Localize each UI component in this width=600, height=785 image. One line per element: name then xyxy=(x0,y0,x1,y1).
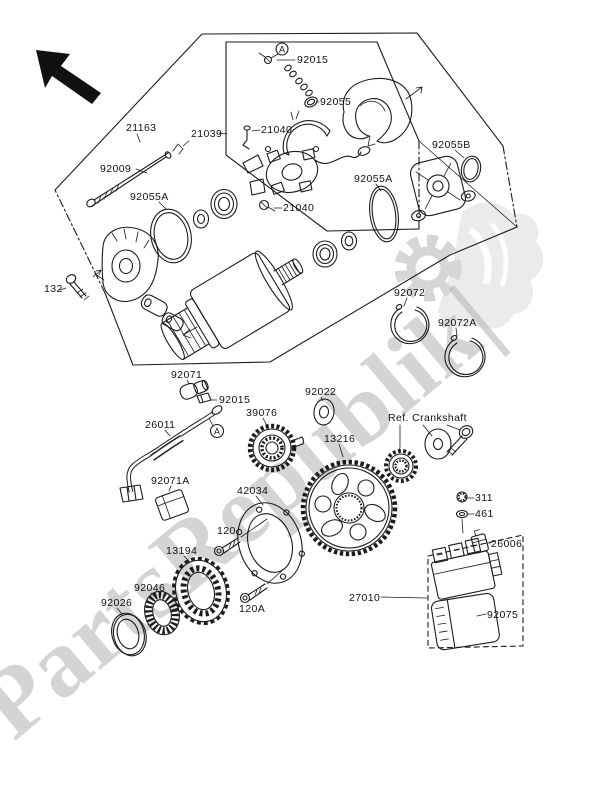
o-ring-92055b xyxy=(460,155,482,183)
terminal-cap-92071 xyxy=(179,379,209,400)
clutch-gear-39076 xyxy=(247,423,304,473)
callouts: 21163 21039 21040 92009 92055A 92015 920… xyxy=(44,54,522,621)
svg-text:A: A xyxy=(279,45,285,55)
ring-gear-13216 xyxy=(300,459,398,557)
callout-92072: 92072 xyxy=(394,287,425,299)
crankshaft-disc xyxy=(424,428,452,460)
callout-92055: 92055 xyxy=(320,96,351,108)
callout-92009: 92009 xyxy=(100,163,131,175)
callout-120a: 120A xyxy=(239,603,265,615)
fuse-26006 xyxy=(470,529,489,554)
cover-bolt-132 xyxy=(65,274,90,301)
screw-92015-upper xyxy=(258,52,273,65)
brush-21040-upper xyxy=(242,125,251,150)
crankshaft-bolt xyxy=(446,425,474,456)
svg-text:A: A xyxy=(214,427,220,437)
callout-21039: 21039 xyxy=(191,128,222,140)
o-ring-92055a-right xyxy=(369,185,399,243)
clip-92015-lower xyxy=(196,392,212,404)
callout-26006: 26006 xyxy=(491,538,522,550)
rubber-92071a xyxy=(155,489,189,521)
leader-relay xyxy=(461,518,464,534)
snap-ring-92072a xyxy=(444,335,486,378)
callout-461: 461 xyxy=(475,508,494,520)
callout-92075: 92075 xyxy=(487,609,518,621)
bolt-120a xyxy=(239,568,285,604)
callout-92055a-right: 92055A xyxy=(354,173,393,185)
through-bolt xyxy=(86,140,190,208)
callout-92071a: 92071A xyxy=(151,475,190,487)
brush-detail-outline xyxy=(225,41,518,232)
axis-arrow xyxy=(182,326,198,339)
washer-92026 xyxy=(111,612,147,657)
thrust-washer xyxy=(192,209,210,229)
snap-ring-92072 xyxy=(390,304,430,345)
washer-rear xyxy=(340,231,358,251)
callout-92026: 92026 xyxy=(101,597,132,609)
relay-box-outline xyxy=(427,534,524,649)
callout-21040-upper: 21040 xyxy=(261,124,292,136)
callout-92071: 92071 xyxy=(171,369,202,381)
callout-92015-lower: 92015 xyxy=(219,394,250,406)
crankshaft-gear xyxy=(384,449,418,483)
washer-92022 xyxy=(313,398,335,426)
nut-311 xyxy=(456,491,468,503)
needle-bearing-92046 xyxy=(144,590,180,636)
bearing-rear xyxy=(312,240,338,268)
o-ring-92055-small xyxy=(304,96,318,108)
callout-13194: 13194 xyxy=(166,545,197,557)
callout-92022: 92022 xyxy=(305,386,336,398)
callout-92055b: 92055B xyxy=(432,139,471,151)
orientation-arrow xyxy=(36,50,101,104)
end-frame xyxy=(409,155,476,222)
bolt-120 xyxy=(213,518,268,557)
callout-92055a-left: 92055A xyxy=(130,191,169,203)
bearing-front xyxy=(210,188,238,220)
callout-27010: 27010 xyxy=(349,592,380,604)
callout-26011: 26011 xyxy=(145,419,175,431)
callout-311: 311 xyxy=(475,492,493,504)
starter-relay-27010 xyxy=(430,537,503,600)
callout-120: 120 xyxy=(217,525,236,537)
watermark: PartsRepublik| xyxy=(0,202,544,758)
callout-13216: 13216 xyxy=(324,433,355,445)
callout-21163: 21163 xyxy=(126,122,156,134)
pointer-arrow-small xyxy=(405,86,423,100)
armature xyxy=(160,250,304,360)
brush-plate-assembly xyxy=(242,110,371,196)
watermark-gear-icon xyxy=(394,202,544,329)
holder-plate-42034 xyxy=(235,502,306,584)
clutch-housing-13194 xyxy=(172,556,230,626)
callout-92046: 92046 xyxy=(134,582,165,594)
end-cover xyxy=(92,226,184,332)
relay-cover-92075 xyxy=(430,592,500,651)
washer-461 xyxy=(455,509,469,519)
callout-132: 132 xyxy=(44,283,63,295)
callout-92072a: 92072A xyxy=(438,317,477,329)
callout-39076: 39076 xyxy=(246,407,277,419)
assembly-outline xyxy=(54,32,518,366)
callout-ref-crankshaft: Ref. Crankshaft xyxy=(388,412,467,424)
view-a-marker-upper: A xyxy=(270,42,289,59)
callout-92015-upper: 92015 xyxy=(297,54,328,66)
brush-spring-stack xyxy=(284,64,313,97)
view-a-marker-lower: A xyxy=(208,417,225,439)
starter-cable-26011 xyxy=(119,405,223,503)
yoke-housing xyxy=(342,77,413,147)
brush-21040-lower xyxy=(258,199,276,212)
callout-21040-lower: 21040 xyxy=(283,202,314,214)
o-ring-92055a-left xyxy=(150,208,192,264)
callout-42034: 42034 xyxy=(237,485,268,497)
